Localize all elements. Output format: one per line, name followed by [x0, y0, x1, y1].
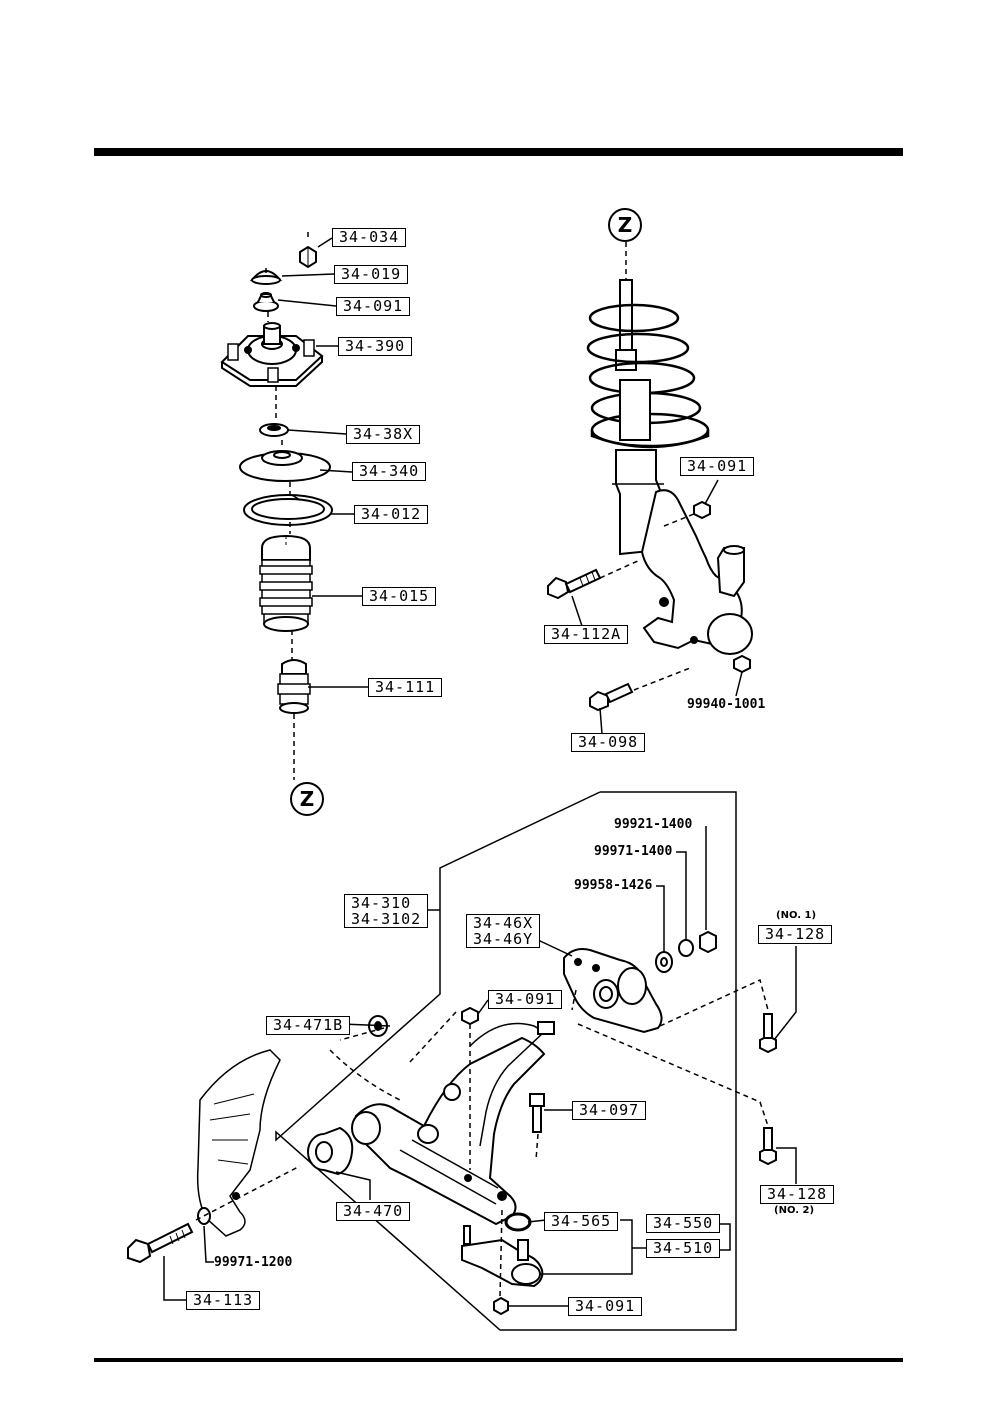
part-label-34-019[interactable]: 34-019 — [334, 265, 409, 284]
strut-mount-stack — [220, 232, 368, 780]
part-label-34-550[interactable]: 34-550 — [646, 1214, 721, 1233]
bracket-bolt-no2-part — [759, 1127, 777, 1166]
part-label-34-128-no1[interactable]: 34-128 — [758, 925, 833, 944]
dust-cap-part — [249, 270, 283, 285]
ball-joint-part — [461, 1225, 544, 1288]
part-label-34-012[interactable]: 34-012 — [354, 505, 429, 524]
note-no-2: (NO. 2) — [774, 1205, 815, 1216]
part-label-34-46x-group[interactable]: 34-46X 34-46Y — [466, 914, 541, 948]
part-number-99958-1426[interactable]: 99958-1426 — [574, 878, 653, 893]
part-label-34-46x: 34-46X — [473, 914, 534, 932]
arm-bolt-part — [529, 1093, 545, 1133]
bracket-bolt-no1-part — [759, 1013, 777, 1054]
bearing-washer-part — [259, 423, 289, 437]
part-label-34-091-mount[interactable]: 34-091 — [336, 297, 411, 316]
part-number-99971-1200[interactable]: 99971-1200 — [214, 1255, 293, 1270]
arm-bushing-part — [307, 1126, 354, 1176]
part-label-34-034[interactable]: 34-034 — [332, 228, 407, 247]
bump-stopper-part — [277, 659, 311, 714]
lower-control-arm-part — [351, 1021, 555, 1226]
part-label-34-111[interactable]: 34-111 — [368, 678, 443, 697]
zone-marker-bottom: Z — [290, 782, 324, 816]
part-label-34-091-arm[interactable]: 34-091 — [488, 990, 563, 1009]
part-label-34-340[interactable]: 34-340 — [352, 462, 427, 481]
cap-nut-part — [299, 245, 317, 269]
part-label-34-128-no2[interactable]: 34-128 — [760, 1185, 835, 1204]
part-label-34-310: 34-310 — [351, 894, 412, 912]
strut-knuckle-assembly — [547, 242, 753, 735]
part-label-34-46y: 34-46Y — [473, 930, 534, 948]
note-no-1: (NO. 1) — [776, 910, 817, 921]
strut-mount-part — [220, 322, 324, 387]
part-label-34-112a[interactable]: 34-112A — [544, 625, 629, 644]
part-label-34-310-group[interactable]: 34-310 34-3102 — [344, 894, 429, 928]
part-label-34-098[interactable]: 34-098 — [571, 733, 646, 752]
knuckle-bolt-part — [547, 568, 602, 600]
spring-rubber-seat-part — [243, 494, 333, 526]
part-number-99921-1400[interactable]: 99921-1400 — [614, 817, 693, 832]
zone-marker-top: Z — [608, 208, 642, 242]
part-label-34-097[interactable]: 34-097 — [572, 1101, 647, 1120]
arm-front-bolt-part — [127, 1207, 211, 1264]
lower-bolt-part — [589, 682, 634, 712]
steering-knuckle-part — [640, 489, 753, 655]
part-number-99971-1400[interactable]: 99971-1400 — [594, 844, 673, 859]
part-label-34-38x[interactable]: 34-38X — [346, 425, 421, 444]
part-label-34-3102: 34-3102 — [351, 910, 422, 928]
part-label-34-113[interactable]: 34-113 — [186, 1291, 261, 1310]
part-label-34-390[interactable]: 34-390 — [338, 337, 413, 356]
part-label-34-470[interactable]: 34-470 — [336, 1202, 411, 1221]
part-label-34-015[interactable]: 34-015 — [362, 587, 437, 606]
part-number-99940-1001[interactable]: 99940-1001 — [687, 697, 766, 712]
part-label-34-091-knuckle[interactable]: 34-091 — [680, 457, 755, 476]
part-label-34-510[interactable]: 34-510 — [646, 1239, 721, 1258]
spring-seat-part — [239, 450, 331, 482]
part-label-34-565[interactable]: 34-565 — [544, 1212, 619, 1231]
part-label-34-471b[interactable]: 34-471B — [266, 1016, 351, 1035]
chassis-member-part — [196, 1049, 281, 1237]
bottom-rule — [94, 1358, 903, 1362]
rear-bushing-bracket-part — [563, 948, 663, 1034]
flange-nut-part — [253, 292, 279, 312]
part-label-34-091-balljoint[interactable]: 34-091 — [568, 1297, 643, 1316]
dust-boot-part — [259, 534, 313, 632]
top-rule — [94, 148, 903, 156]
lower-arm-assembly — [127, 791, 797, 1331]
